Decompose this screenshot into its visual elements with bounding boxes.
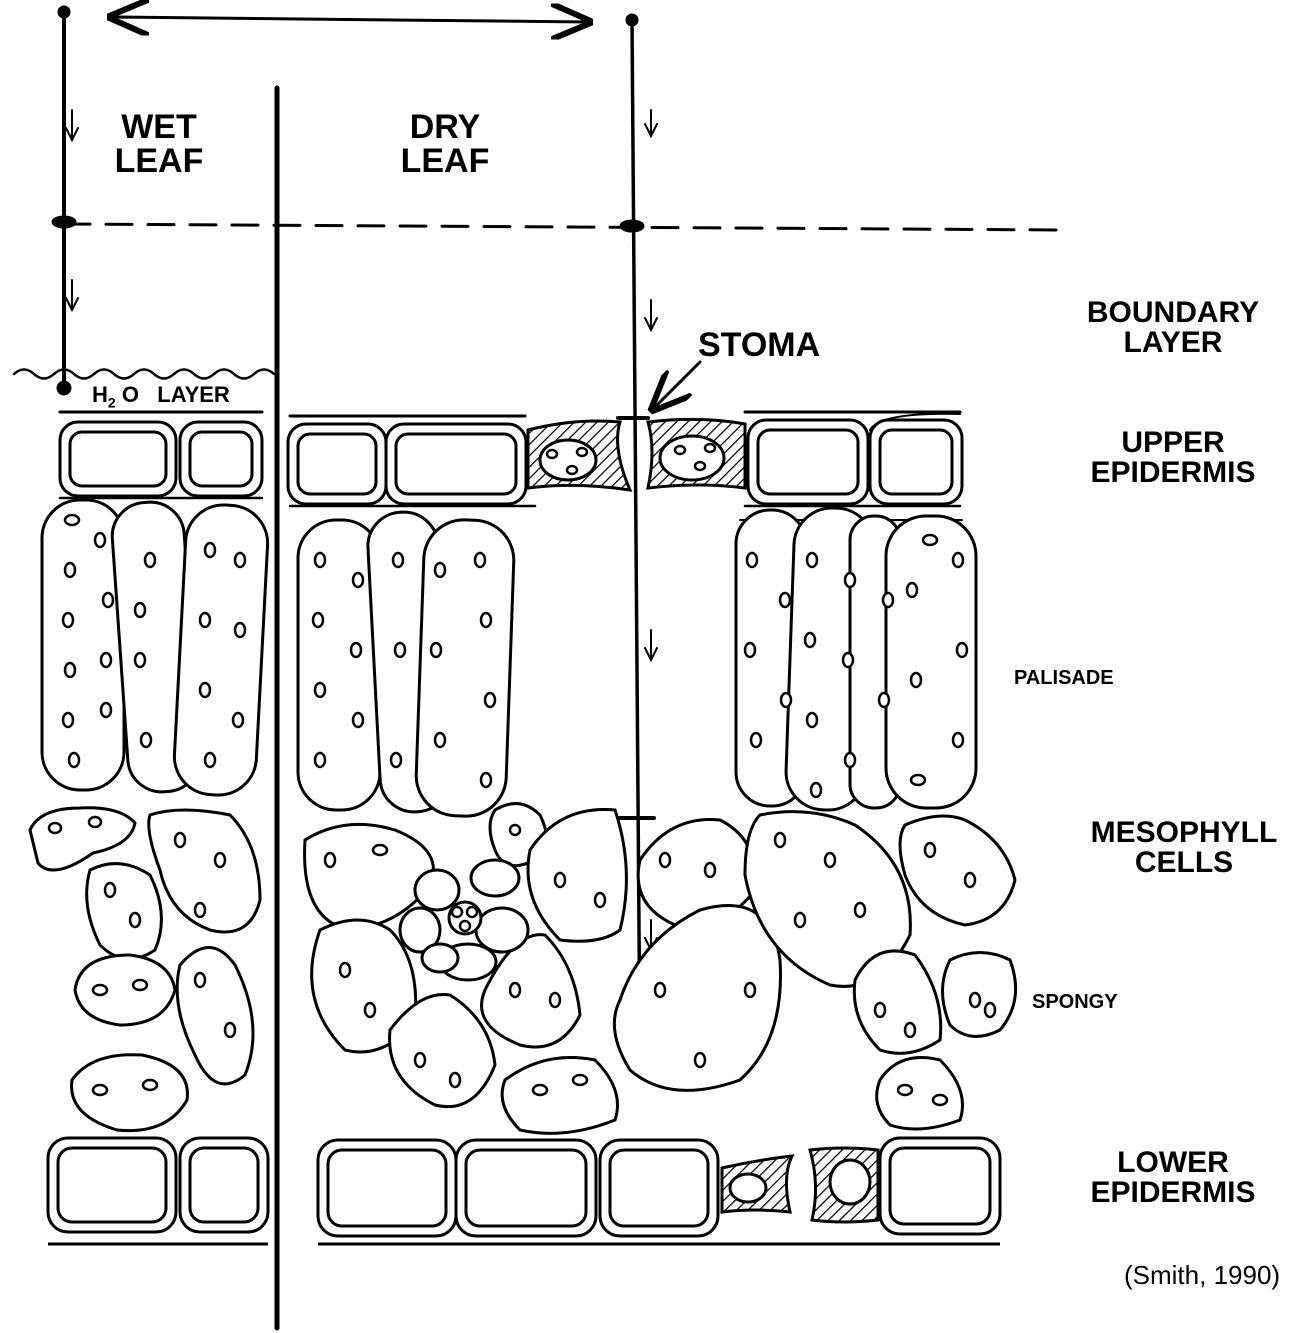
upper-epidermis-label: UPPER EPIDERMIS [1058, 428, 1288, 488]
wet-leaf-label-line1: WET [104, 110, 214, 144]
h2o-layer-label: H2 O LAYER [92, 384, 230, 409]
boundary-layer-label: BOUNDARY LAYER [1058, 298, 1288, 358]
lower-label-line2: EPIDERMIS [1058, 1178, 1288, 1208]
mesophyll-label-line1: MESOPHYLL [1062, 818, 1306, 848]
dry-leaf-label-line2: LEAF [385, 144, 505, 178]
water-surface-wave [14, 370, 274, 379]
spongy-label: SPONGY [1032, 992, 1118, 1012]
h2o-h: H [92, 382, 108, 407]
palisade-label: PALISADE [1014, 668, 1114, 688]
boundary-layer-dashed-line [64, 224, 1065, 230]
h2o-o: O [122, 382, 139, 407]
citation: (Smith, 1990) [1124, 1260, 1280, 1291]
boundary-label-line1: BOUNDARY [1058, 298, 1288, 328]
mesophyll-cells-label: MESOPHYLL CELLS [1062, 818, 1306, 878]
h2o-layer-word: LAYER [157, 382, 230, 407]
wet-leaf-label-line2: LEAF [104, 144, 214, 178]
palisade-cells [42, 500, 976, 818]
lower-label-line1: LOWER [1058, 1148, 1288, 1178]
boundary-label-line2: LAYER [1058, 328, 1288, 358]
dry-leaf-pathway-line [632, 20, 640, 1058]
upper-label-line1: UPPER [1058, 428, 1288, 458]
lower-epidermis-label: LOWER EPIDERMIS [1058, 1148, 1288, 1208]
lower-epidermis-cells [48, 1138, 1000, 1236]
spongy-mesophyll-cells [30, 804, 1016, 1134]
dry-leaf-label: DRY LEAF [385, 110, 505, 178]
h2o-subscript: 2 [108, 394, 116, 410]
top-span-arrow [110, 17, 590, 22]
upper-epidermis-cells [60, 420, 962, 504]
dry-leaf-label-line1: DRY [385, 110, 505, 144]
mesophyll-label-line2: CELLS [1062, 848, 1306, 878]
stoma-pointer [652, 362, 700, 410]
upper-label-line2: EPIDERMIS [1058, 458, 1288, 488]
stoma-label: STOMA [698, 328, 820, 362]
wet-leaf-label: WET LEAF [104, 110, 214, 178]
